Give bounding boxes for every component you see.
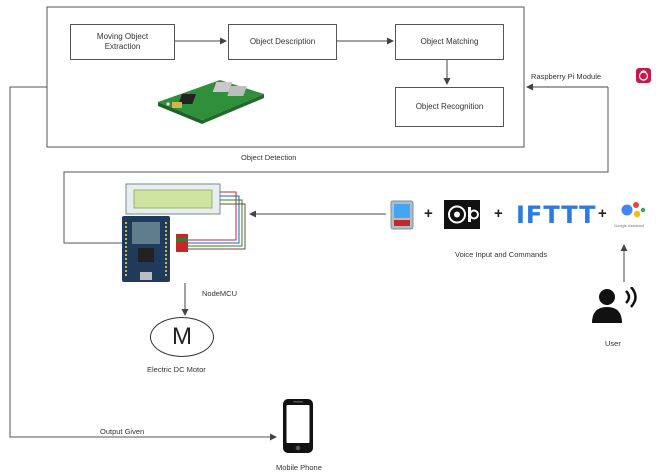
raspberry-pi-icon <box>636 68 651 83</box>
user-label: User <box>605 339 621 348</box>
motor-symbol: M <box>172 323 192 350</box>
bluetooth-module-icon <box>390 200 414 230</box>
mobile-phone-icon <box>283 399 313 453</box>
user-speaking-icon <box>592 287 637 323</box>
raspberry-pi-module-label: Raspberry Pi Module <box>531 72 602 81</box>
google-assistant-caption: Google Assistant <box>614 223 645 228</box>
mobile-phone-label: Mobile Phone <box>276 463 322 472</box>
arrow-output-to-phone <box>9 86 277 441</box>
object-recognition-label: Object Recognition <box>415 102 484 111</box>
ifttt-logo: IFTTT <box>516 201 597 229</box>
plus-sign-1: + <box>424 205 433 222</box>
raspberry-pi-board-icon <box>158 80 264 124</box>
voice-input-label: Voice Input and Commands <box>455 250 548 259</box>
plus-sign-3: + <box>598 205 607 222</box>
object-matching-box: Object Matching <box>395 24 504 60</box>
output-given-label: Output Given <box>100 427 145 436</box>
object-detection-label: Object Detection <box>241 153 297 162</box>
electric-dc-motor-label: Electric DC Motor <box>147 365 206 374</box>
plus-sign-2: + <box>494 205 503 222</box>
object-description-label: Object Description <box>249 37 316 46</box>
object-matching-label: Object Matching <box>420 37 479 46</box>
google-assistant-icon <box>621 202 646 218</box>
object-detection-frame <box>46 6 525 148</box>
adafruit-io-icon <box>444 200 480 229</box>
line-detection-to-nodemcu <box>63 87 609 244</box>
moving-object-extraction-box: Moving Object Extraction <box>70 24 175 60</box>
nodemcu-board-icon <box>122 183 246 282</box>
dc-motor-icon: M <box>150 317 214 357</box>
nodemcu-label: NodeMCU <box>202 289 238 298</box>
object-recognition-box: Object Recognition <box>395 87 504 127</box>
object-description-box: Object Description <box>228 24 337 60</box>
moving-object-extraction-label: Moving Object Extraction <box>96 32 149 51</box>
